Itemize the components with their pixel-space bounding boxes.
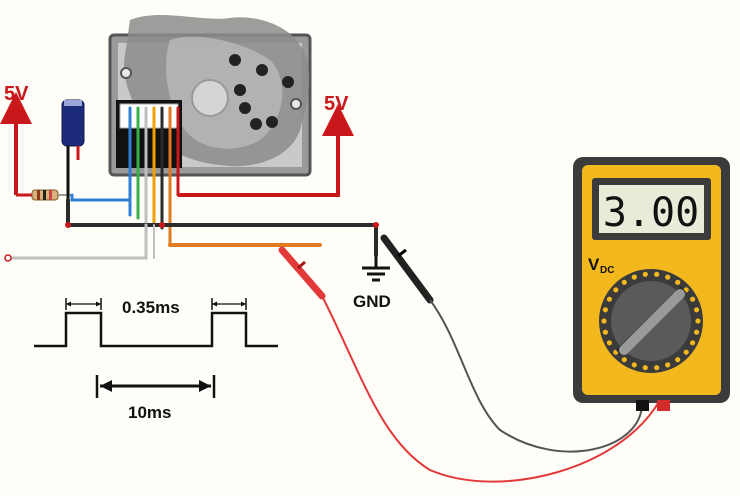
pulse-period-label: 10ms	[128, 403, 171, 422]
black-probe	[380, 234, 643, 453]
capacitor	[61, 99, 85, 200]
red-probe	[278, 246, 661, 483]
dial-marker	[675, 357, 681, 363]
dial-marker	[654, 271, 660, 277]
dial-marker	[690, 296, 696, 302]
multimeter: 3.00 V DC	[573, 157, 730, 411]
dial-marker	[613, 287, 619, 293]
dial-marker	[694, 307, 700, 313]
dial-marker	[606, 296, 613, 302]
dial-marker	[602, 329, 609, 335]
dial-marker	[675, 279, 681, 285]
right-5v-supply: 5V	[178, 93, 354, 197]
dial-marker	[602, 307, 609, 313]
dial-marker	[631, 274, 637, 280]
meter-mode-sub: DC	[600, 265, 614, 276]
supply-left-label: 5V	[4, 83, 29, 105]
dial-marker	[690, 340, 696, 346]
selector-dial[interactable]	[599, 269, 703, 373]
pulse-width-label: 0.35ms	[122, 298, 180, 317]
meter-mode-main: V	[588, 255, 600, 274]
resistor	[31, 189, 72, 201]
dial-marker	[695, 318, 701, 324]
dial-marker	[601, 318, 607, 324]
dial-marker	[665, 274, 671, 280]
supply-right-label: 5V	[324, 93, 349, 115]
dial-marker	[642, 365, 648, 371]
dial-marker	[621, 357, 627, 363]
com-jack	[636, 400, 649, 411]
dial-marker	[631, 362, 637, 368]
dial-marker	[694, 329, 700, 335]
dial-marker	[606, 340, 613, 346]
pulse-waveform: 0.35ms 10ms	[34, 298, 278, 422]
dial-marker	[642, 271, 648, 277]
sensor-wires	[128, 106, 180, 247]
dial-marker	[683, 349, 689, 355]
dial-marker	[654, 365, 660, 371]
dust-sensor-module	[108, 15, 312, 177]
left-wiring	[4, 193, 379, 262]
dial-marker	[665, 362, 671, 368]
volt-jack	[657, 400, 670, 411]
ground-symbol: GND	[353, 255, 391, 311]
left-5v-supply: 5V	[0, 83, 32, 197]
dial-marker	[621, 279, 627, 285]
ground-label: GND	[353, 292, 391, 311]
meter-reading: 3.00	[603, 190, 699, 236]
